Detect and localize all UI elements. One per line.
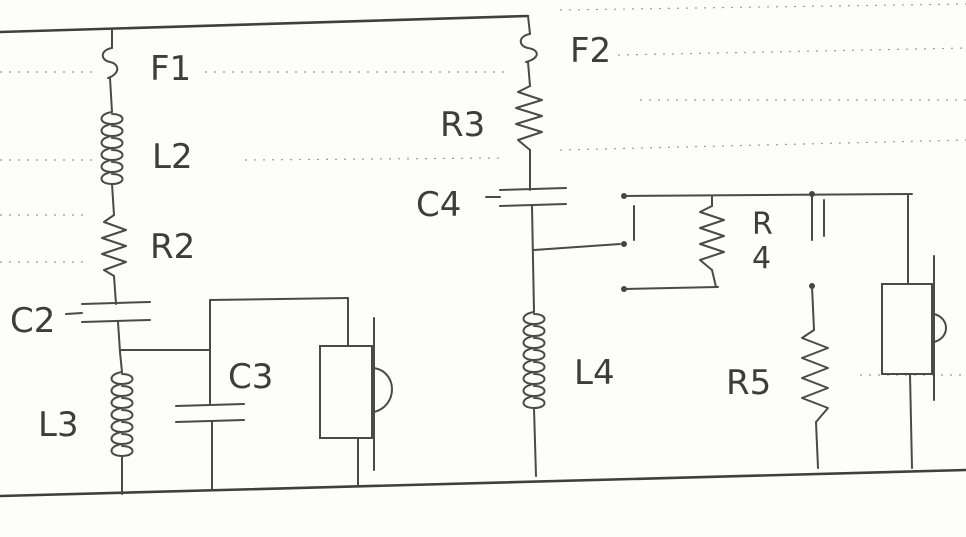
label-c2: C2: [10, 301, 55, 341]
label-r3: R3: [440, 105, 485, 145]
capacitor-c3-plate-top: [175, 403, 245, 407]
resistor-r2-symbol: [101, 214, 127, 277]
load-dome-right: [933, 313, 947, 343]
inductor-l2-symbol: [100, 111, 124, 185]
capacitor-c4-plate-bottom: [499, 203, 567, 207]
load-dome-left: [373, 367, 393, 413]
load-box-right: [881, 283, 933, 375]
capacitor-c3-plate-bottom: [175, 419, 245, 423]
label-f1: F1: [150, 49, 191, 89]
background-noise: [0, 3, 966, 376]
bottom-rail: [0, 468, 966, 498]
label-f2: F2: [570, 31, 611, 71]
fuse-f2-symbol: [519, 33, 538, 63]
label-r5: R5: [726, 363, 771, 403]
capacitor-c2-plate-bottom: [81, 319, 151, 323]
label-r2: R2: [150, 227, 195, 267]
left-branch: [65, 29, 393, 495]
inductor-l4-symbol: [522, 311, 546, 409]
resistor-r4-symbol: [699, 205, 725, 271]
label-r4-letter: R: [752, 207, 773, 242]
inductor-l3-symbol: [110, 371, 134, 457]
label-r4-number: 4: [752, 241, 771, 276]
resistor-r5-symbol: [801, 329, 829, 423]
rails: [0, 14, 966, 498]
right-branch: [485, 15, 947, 477]
fuse-f1-symbol: [101, 47, 119, 79]
label-c4: C4: [416, 185, 461, 225]
labels: F1 L2 R2 C2 C3 L3 F2 R3 C4 L4 R 4 R5: [10, 31, 773, 445]
label-l2: L2: [152, 137, 193, 177]
capacitor-c2-plate-top: [81, 301, 151, 305]
label-l4: L4: [574, 353, 615, 393]
label-c3: C3: [228, 357, 273, 397]
load-box-left: [319, 345, 373, 439]
top-rail: [0, 14, 530, 34]
resistor-r3-symbol: [515, 85, 543, 151]
label-l3: L3: [38, 405, 79, 445]
capacitor-c4-plate-top: [499, 187, 567, 191]
